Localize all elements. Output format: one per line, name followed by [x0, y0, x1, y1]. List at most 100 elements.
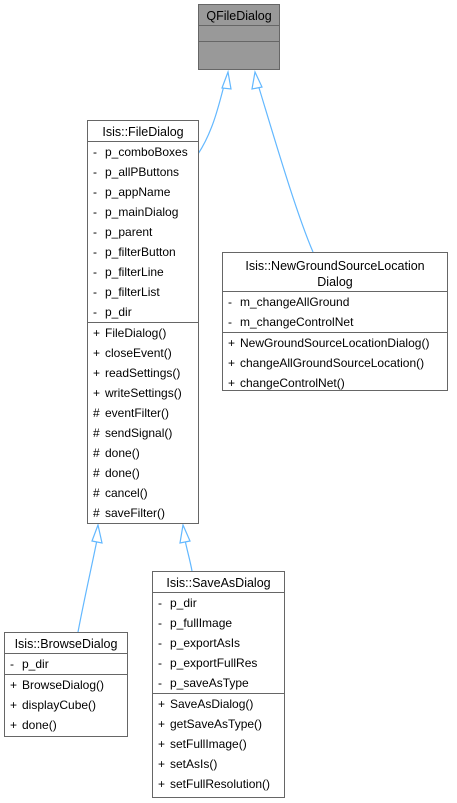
member-visibility: + — [228, 376, 236, 390]
class-qfiledialog: QFileDialog — [198, 4, 280, 70]
class-name: Isis::BrowseDialog — [14, 637, 118, 651]
edge-browse-filedialog — [77, 539, 98, 633]
class-member: -p_saveAsType — [153, 673, 284, 693]
member-name: done() — [105, 446, 140, 460]
class-browsedialog: Isis::BrowseDialog -p_dir + BrowseDialog(… — [4, 632, 128, 737]
class-member: + setAsIs() — [153, 754, 284, 774]
member-name: BrowseDialog() — [22, 678, 105, 692]
member-visibility: + — [10, 698, 18, 712]
member-visibility: - — [93, 245, 97, 259]
member-name: displayCube() — [22, 698, 97, 712]
class-title: Isis::SaveAsDialog — [153, 572, 284, 593]
member-visibility: - — [93, 165, 97, 179]
member-name: p_dir — [22, 657, 49, 671]
methods-section — [199, 42, 279, 70]
attributes-section — [199, 26, 279, 42]
member-name: setFullImage() — [170, 737, 247, 751]
member-visibility: - — [93, 205, 97, 219]
member-name: p_comboBoxes — [105, 145, 188, 159]
edge-arrowhead — [91, 522, 103, 544]
member-name: changeControlNet() — [240, 376, 345, 390]
member-visibility: - — [10, 657, 14, 671]
class-member: #sendSignal() — [88, 423, 198, 443]
class-member: #done() — [88, 443, 198, 463]
member-visibility: + — [93, 326, 101, 340]
class-member: -p_dir — [153, 593, 284, 613]
member-visibility: - — [228, 315, 232, 329]
member-visibility: # — [93, 466, 100, 480]
member-name: p_mainDialog — [105, 205, 179, 219]
edge-arrowhead — [179, 522, 191, 544]
member-name: p_dir — [170, 596, 197, 610]
member-name: done() — [22, 718, 57, 732]
member-visibility: # — [93, 486, 100, 500]
class-name: Isis::NewGroundSourceLocation — [245, 259, 425, 273]
member-visibility: - — [93, 225, 97, 239]
edge-arrowhead — [221, 69, 232, 90]
class-saveasdialog: Isis::SaveAsDialog -p_dir-p_fullImage-p_… — [152, 571, 285, 798]
class-member: + BrowseDialog() — [5, 675, 127, 695]
class-member: -m_changeControlNet — [223, 312, 447, 332]
member-name: p_filterLine — [105, 265, 164, 279]
class-member: +writeSettings() — [88, 383, 198, 403]
class-member: -p_comboBoxes — [88, 142, 198, 162]
edge-filedialog-qfiledialog — [197, 77, 227, 155]
member-name: p_parent — [105, 225, 153, 239]
member-name: m_changeAllGround — [240, 295, 350, 309]
member-name: setFullResolution() — [170, 777, 271, 791]
member-name: p_filterList — [105, 285, 160, 299]
member-visibility: + — [93, 386, 101, 400]
class-name: QFileDialog — [206, 9, 272, 23]
edge-arrowhead — [251, 70, 263, 90]
class-member: -p_exportAsIs — [153, 633, 284, 653]
class-member: -p_parent — [88, 222, 198, 242]
class-title: QFileDialog — [199, 5, 279, 26]
member-name: readSettings() — [105, 366, 181, 380]
member-name: sendSignal() — [105, 426, 173, 440]
member-name: p_fullImage — [170, 616, 233, 630]
class-member: -p_appName — [88, 182, 198, 202]
member-visibility: + — [10, 678, 18, 692]
methods-section: + FileDialog() + closeEvent() + readSettings(… — [88, 323, 198, 523]
class-name: Isis::SaveAsDialog — [166, 576, 271, 590]
class-title: Isis::FileDialog — [88, 121, 198, 142]
member-visibility: - — [93, 265, 97, 279]
class-member: + changeControlNet() — [223, 373, 447, 393]
member-visibility: + — [158, 757, 166, 771]
member-visibility: - — [228, 295, 232, 309]
member-visibility: + — [158, 737, 166, 751]
member-visibility: - — [93, 185, 97, 199]
class-newgroundsourcelocationdialog: Isis::NewGroundSourceLocation Dialog -m_… — [222, 252, 448, 391]
class-member: #eventFilter() — [88, 403, 198, 423]
attributes-section: -p_dir-p_fullImage-p_exportAsIs-p_export… — [153, 593, 284, 694]
member-visibility: + — [93, 346, 101, 360]
edge-newground-qfiledialog — [255, 77, 314, 253]
member-visibility: + — [93, 366, 101, 380]
class-member: -p_filterList — [88, 282, 198, 302]
member-visibility: + — [158, 717, 166, 731]
member-name: FileDialog() — [105, 326, 167, 340]
class-member: + closeEvent() — [88, 343, 198, 363]
member-name: getSaveAsType() — [170, 717, 263, 731]
class-member: + FileDialog() — [88, 323, 198, 343]
class-member: + setFullImage() — [153, 734, 284, 754]
member-name: NewGroundSourceLocationDialog() — [240, 336, 430, 350]
edge-saveas-filedialog — [184, 539, 193, 572]
class-member: + getSaveAsType() — [153, 714, 284, 734]
member-name: m_changeControlNet — [240, 315, 354, 329]
class-member: -p_filterLine — [88, 262, 198, 282]
member-name: closeEvent() — [105, 346, 172, 360]
attributes-section: -m_changeAllGround-m_changeControlNet — [223, 292, 447, 333]
member-visibility: + — [228, 336, 236, 350]
class-member: -m_changeAllGround — [223, 292, 447, 312]
class-member: #cancel() — [88, 483, 198, 503]
member-visibility: + — [228, 356, 236, 370]
member-name: SaveAsDialog() — [170, 697, 254, 711]
class-member: -p_filterButton — [88, 242, 198, 262]
class-member: -p_allPButtons — [88, 162, 198, 182]
member-visibility: - — [93, 145, 97, 159]
member-visibility: - — [158, 616, 162, 630]
class-name: Isis::FileDialog — [102, 125, 184, 139]
member-name: setAsIs() — [170, 757, 218, 771]
class-title: Isis::NewGroundSourceLocation Dialog — [223, 253, 447, 292]
